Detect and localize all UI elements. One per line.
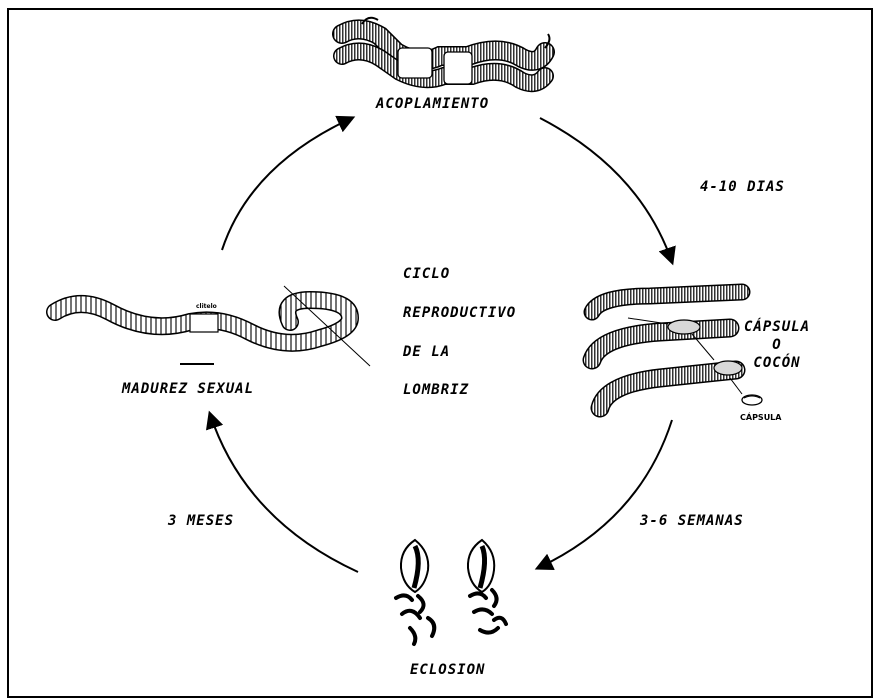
clitellum-label: clitelo — [196, 303, 217, 310]
arrow-capsule-to-hatching — [538, 420, 672, 568]
stage-label-capsule: CÁPSULA O COCÓN — [744, 318, 810, 372]
title-line-2: REPRODUCTIVO — [403, 306, 516, 320]
duration-label-3-6-weeks: 3-6 SEMANAS — [640, 513, 744, 529]
hatching-illustration — [396, 540, 506, 644]
capsule-label-line-1: CÁPSULA — [744, 318, 810, 336]
arrow-maturity-to-mating — [222, 118, 352, 250]
title-line-3: DE LA — [403, 345, 450, 359]
arrow-hatching-to-maturity — [210, 414, 358, 572]
title-line-4: LOMBRIZ — [403, 383, 469, 397]
duration-label-4-10-days: 4-10 DIAS — [700, 179, 785, 195]
capsule-worms-illustration — [592, 292, 762, 408]
capsule-label-line-2: O — [744, 336, 810, 354]
stage-label-mating: ACOPLAMIENTO — [376, 96, 489, 112]
duration-label-3-months: 3 MESES — [168, 513, 234, 529]
capsule-label-line-3: COCÓN — [744, 354, 810, 372]
mating-worms-illustration — [342, 18, 549, 84]
arrow-mating-to-capsule — [540, 118, 672, 262]
capsule-small-label: CÁPSULA — [740, 413, 781, 422]
stage-label-maturity: MADUREZ SEXUAL — [122, 381, 254, 397]
stage-label-hatching: ECLOSION — [410, 662, 485, 678]
mature-worm-illustration — [55, 286, 370, 366]
title-line-1: CICLO — [403, 267, 450, 281]
